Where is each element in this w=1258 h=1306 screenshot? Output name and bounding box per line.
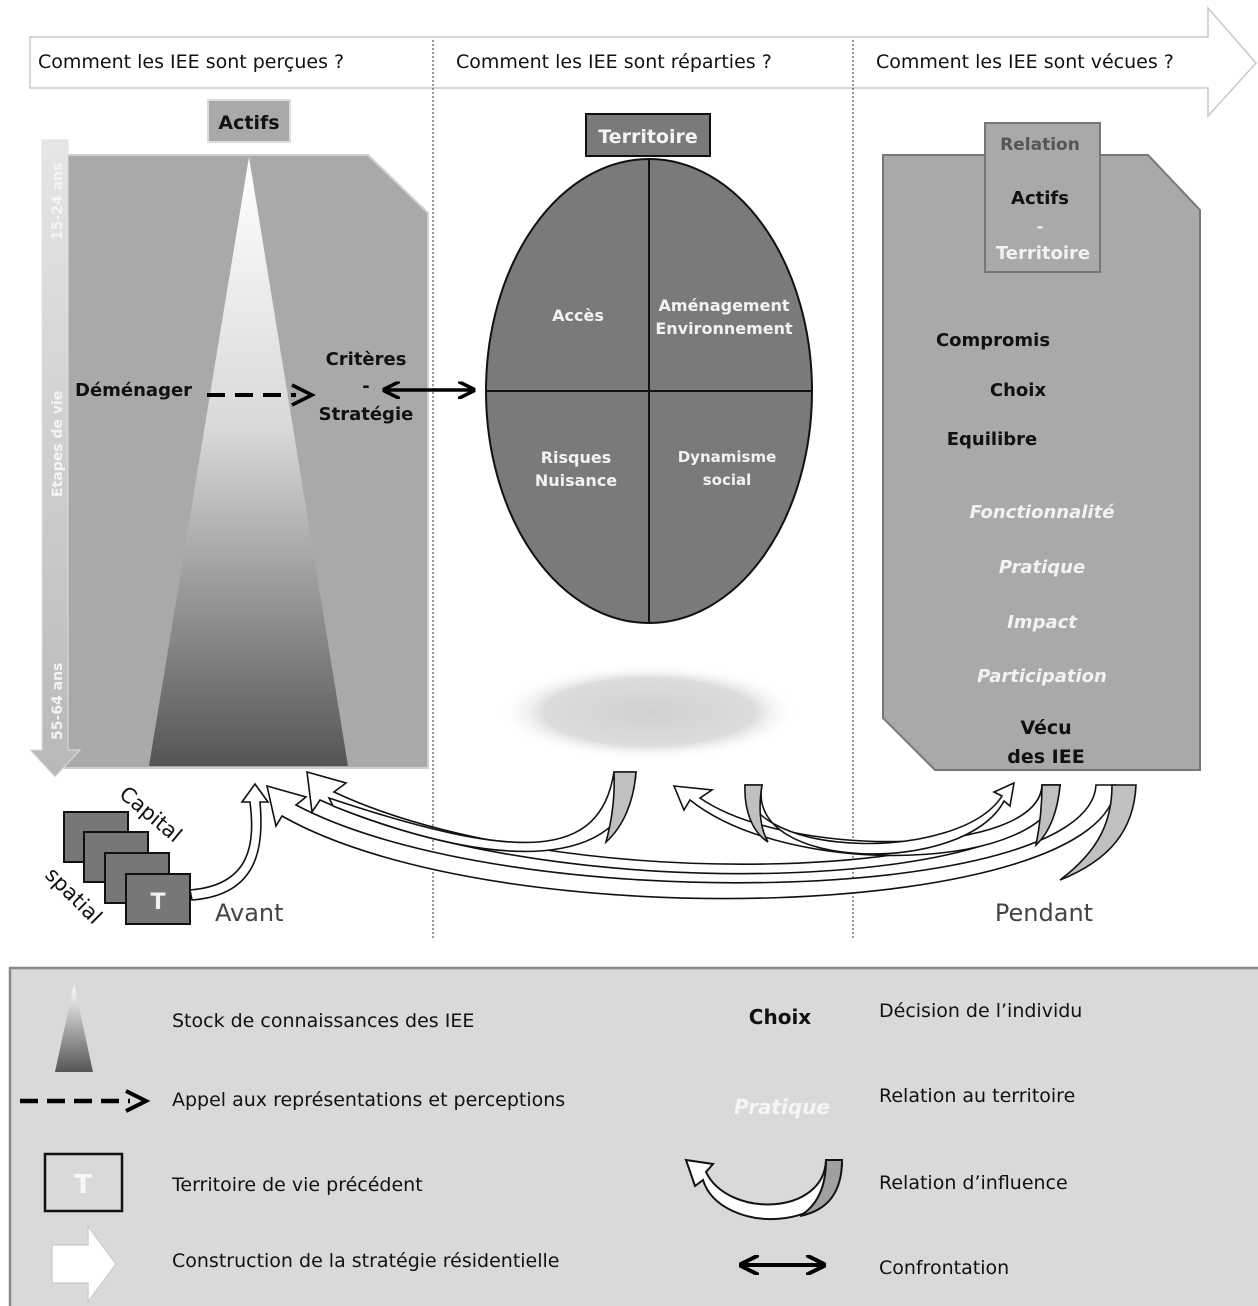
ellipse-shadow (499, 664, 799, 760)
legend-panel (8, 966, 1258, 1306)
quadrant-environnement: Environnement (655, 319, 793, 338)
legend-territory-letter: T (74, 1170, 92, 1200)
criteres-label: Critères (326, 349, 407, 370)
header-question-experience: Comment les IEE sont vécues ? (876, 51, 1174, 73)
strategie-label: Stratégie (319, 404, 414, 425)
quadrant-nuisance: Nuisance (535, 471, 617, 490)
influence-arrow-middle (327, 771, 637, 853)
legend-triangle-icon (55, 984, 93, 1072)
header-arrow-band (29, 6, 1258, 118)
legend-influence-arrow-icon (684, 1158, 844, 1220)
territoire-label-box (585, 113, 711, 157)
vecu-iee-label: des IEE (1007, 746, 1084, 768)
influence-arrow-right-mid (672, 784, 1061, 857)
relation-participation: Participation (977, 666, 1107, 687)
influence-arrow-left-low (265, 784, 1117, 900)
quadrant-amenagement: Aménagement (659, 296, 790, 315)
legend-choix-sample: Choix (749, 1005, 812, 1029)
previous-territory-box (125, 873, 191, 925)
criteres-separator: - (362, 376, 369, 397)
quadrant-risques: Risques (541, 448, 612, 467)
capital-spatial-stack (63, 811, 191, 925)
legend-stock-text: Stock de connaissances des IEE (172, 1010, 474, 1032)
experience-panel (882, 154, 1201, 771)
demenager-label: Déménager (75, 380, 192, 401)
knowledge-triangle (149, 157, 348, 766)
pendant-label: Pendant (995, 899, 1093, 927)
relation-box (984, 122, 1101, 273)
legend-pratique-sample: Pratique (734, 1095, 830, 1119)
header-question-perception: Comment les IEE sont perçues ? (38, 51, 344, 73)
relation-impact: Impact (1007, 612, 1078, 633)
decision-equilibre: Equilibre (947, 429, 1037, 450)
actifs-label: Actifs (218, 112, 279, 134)
actifs-label-box (207, 99, 291, 143)
relation-territoire: Territoire (996, 243, 1090, 264)
header-question-distribution: Comment les IEE sont réparties ? (456, 51, 772, 73)
age-label-old: 55-64 ans (50, 663, 66, 740)
legend-territoire-text: Territoire de vie précédent (171, 1174, 423, 1196)
relation-separator: - (1037, 217, 1044, 236)
dashed-arrow-perception (207, 383, 316, 407)
quadrant-social: social (703, 471, 752, 489)
legend-dashed-arrow-icon (20, 1089, 151, 1113)
life-stages-arrow (28, 139, 82, 778)
vecu-label: Vécu (1020, 717, 1071, 739)
territoire-label: Territoire (598, 126, 697, 148)
life-stages-label: Etapes de vie (50, 391, 66, 497)
relation-label: Relation (1000, 135, 1080, 155)
relation-pratique: Pratique (999, 557, 1085, 578)
decision-choix: Choix (990, 380, 1047, 401)
relation-actifs: Actifs (1011, 188, 1069, 209)
legend-confrontation-text: Confrontation (879, 1257, 1009, 1279)
influence-arrow-right (744, 781, 1016, 855)
legend-block-arrow-icon (51, 1223, 117, 1305)
legend-construction-text: Construction de la stratégie résidentiel… (172, 1250, 560, 1272)
influence-arrow-capital (189, 782, 270, 901)
quadrant-dynamisme: Dynamisme (678, 448, 777, 466)
legend-relation-influence-text: Relation d’influence (879, 1172, 1068, 1194)
decision-compromis: Compromis (936, 330, 1050, 351)
influence-arrow-far-right (1059, 784, 1137, 881)
age-label-young: 15-24 ans (50, 163, 66, 240)
relation-fonctionnalite: Fonctionnalité (970, 502, 1115, 523)
legend-territory-box-icon (43, 1152, 124, 1213)
quadrant-acces: Accès (552, 306, 604, 325)
previous-territory-letter: T (150, 890, 165, 915)
avant-label: Avant (215, 899, 284, 927)
legend-decision-text: Décision de l’individu (879, 1000, 1082, 1022)
legend-relation-territoire-text: Relation au territoire (879, 1085, 1075, 1107)
legend-appel-text: Appel aux représentations et perceptions (172, 1089, 565, 1111)
